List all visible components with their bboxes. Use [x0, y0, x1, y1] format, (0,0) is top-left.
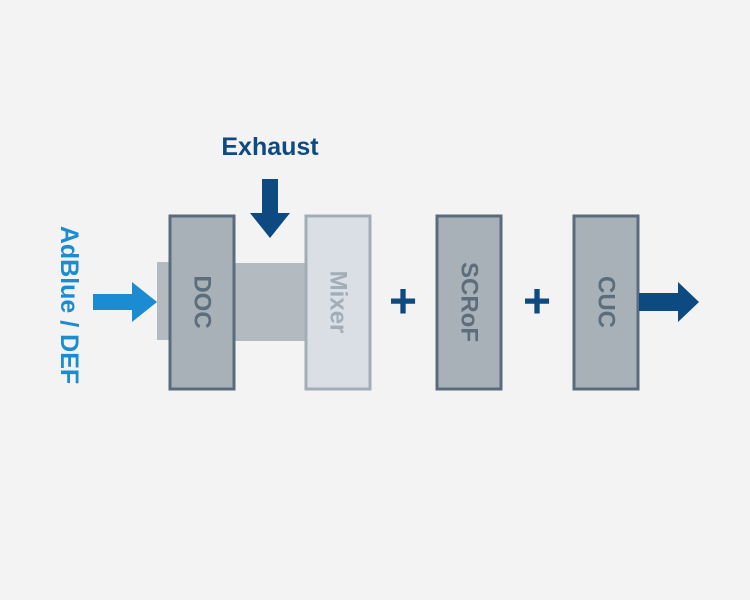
arrow-right-icon — [639, 282, 699, 322]
cuc-label: CUC — [593, 276, 620, 328]
doc-label: DOC — [189, 275, 216, 328]
adblue-def-label: AdBlue / DEF — [55, 226, 83, 384]
doc-block — [168, 214, 236, 391]
cuc-block — [572, 214, 640, 391]
connecting-pipe — [234, 263, 306, 341]
mixer-block — [304, 214, 372, 391]
plus-sign: + — [389, 276, 417, 329]
exhaust-label: Exhaust — [221, 133, 319, 161]
mixer-label: Mixer — [325, 271, 352, 334]
arrow-down-icon — [250, 179, 290, 238]
scrof-label: SCRoF — [456, 262, 483, 342]
scrof-block — [435, 214, 503, 391]
inlet-pipe — [157, 262, 170, 340]
plus-sign: + — [523, 276, 551, 329]
arrow-right-icon — [93, 282, 157, 322]
